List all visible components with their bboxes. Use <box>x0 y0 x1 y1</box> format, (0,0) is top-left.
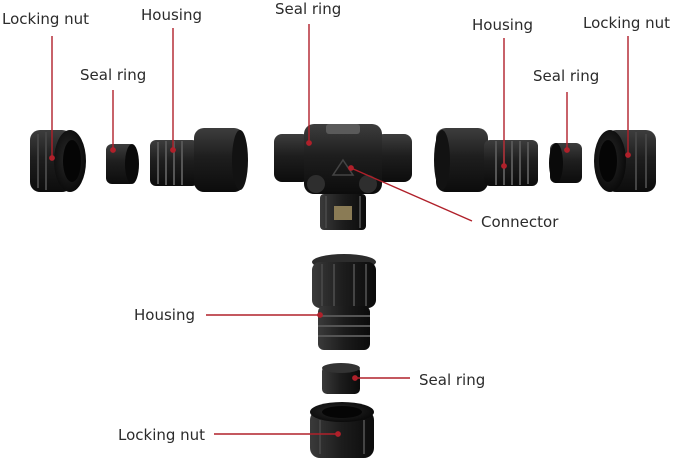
locking-nut-right-part <box>594 130 656 192</box>
label-housing-left: Housing <box>141 6 202 24</box>
label-seal-ring-top: Seal ring <box>275 0 342 18</box>
label-connector: Connector <box>481 213 559 231</box>
leader-connector <box>350 167 473 222</box>
label-seal-ring-left: Seal ring <box>80 66 147 84</box>
seal-ring-bottom-part <box>322 363 360 394</box>
t-connector-part <box>274 124 412 230</box>
label-seal-ring-bottom: Seal ring <box>419 371 486 389</box>
locking-nut-bottom-part <box>310 402 374 458</box>
seal-ring-right-part <box>549 143 582 183</box>
label-housing-bottom: Housing <box>134 306 195 324</box>
label-locking-nut-bottom: Locking nut <box>118 426 206 444</box>
leader-lines <box>49 24 631 437</box>
seal-ring-left-part <box>106 144 139 184</box>
label-housing-right: Housing <box>472 16 533 34</box>
label-locking-nut-right: Locking nut <box>583 14 671 32</box>
housing-left-part <box>150 128 248 192</box>
label-seal-ring-right: Seal ring <box>533 67 600 85</box>
housing-right-part <box>434 128 538 192</box>
label-locking-nut-left: Locking nut <box>2 10 90 28</box>
locking-nut-left-part <box>30 130 86 192</box>
housing-bottom-part <box>312 254 376 350</box>
